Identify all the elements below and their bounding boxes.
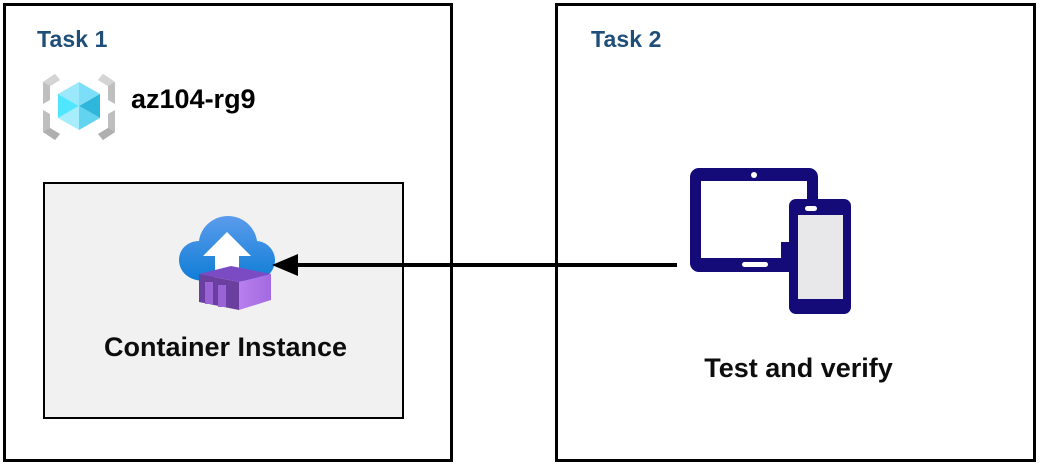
resource-group-icon: [33, 68, 125, 146]
task-1-title: Task 1: [37, 26, 108, 52]
task-2-title: Task 2: [591, 26, 662, 52]
resource-group-label: az104-rg9: [131, 84, 256, 114]
test-and-verify-label: Test and verify: [704, 353, 893, 383]
container-instance-icon: [173, 206, 279, 312]
container-instance-label: Container Instance: [103, 332, 348, 362]
task-1-panel: Task 1: [3, 3, 453, 462]
task-2-panel: Task 2 Test and verify: [555, 3, 1036, 462]
tablet-and-phone-icon: [688, 164, 868, 339]
resource-group-row: az104-rg9: [33, 66, 333, 148]
flow-arrow: [272, 250, 677, 280]
container-instance-box: Container Instance: [43, 182, 404, 419]
